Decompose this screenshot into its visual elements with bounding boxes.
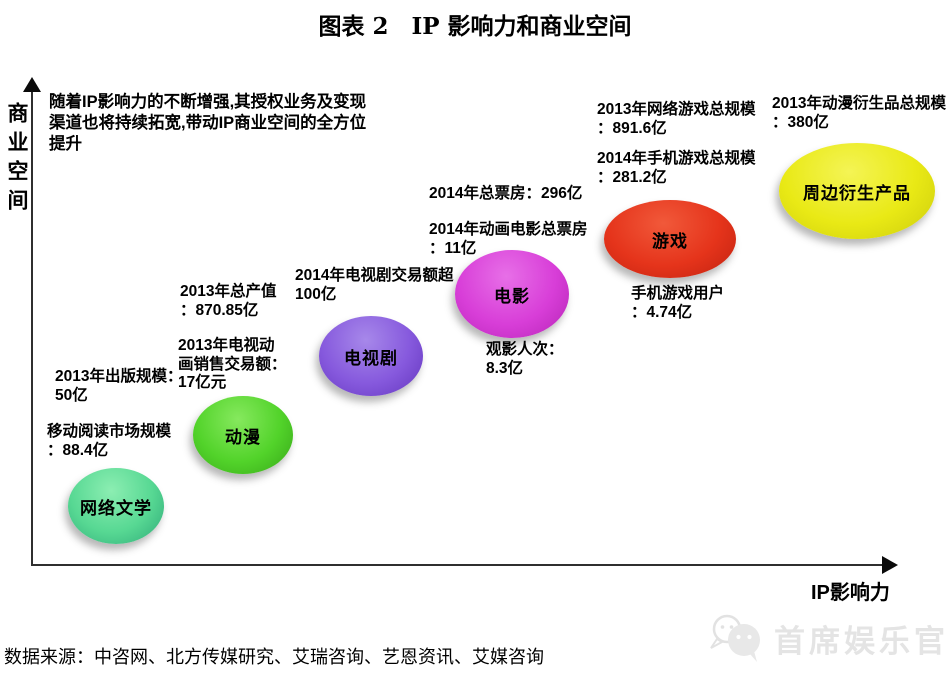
category-bubble-label: 电影 [494, 286, 530, 306]
chart-title: 图表 2 IP 影响力和商业空间 [318, 13, 632, 40]
data-source-note: 数据来源：中咨网、北方传媒研究、艾瑞咨询、艺恩资讯、艾媒咨询 [4, 647, 544, 668]
category-bubble-label: 游戏 [652, 231, 688, 251]
chat-bubbles-logo-icon [710, 614, 760, 662]
category-bubble-label: 周边衍生产品 [803, 183, 911, 203]
stat-annotation: 2014年电视剧交易额超 100亿 [295, 267, 454, 303]
category-bubble-4: 电影 [455, 250, 569, 338]
y-axis-arrow-icon [23, 77, 41, 92]
category-bubble-label: 动漫 [225, 427, 261, 447]
x-axis-label: IP影响力 [811, 582, 890, 604]
stat-annotation: 2013年电视动 画销售交易额： 17亿元 [178, 337, 287, 391]
stat-annotation: 移动阅读市场规模 ：88.4亿 [47, 423, 172, 459]
x-axis-line [31, 564, 887, 566]
category-bubble-6: 周边衍生产品 [779, 143, 935, 239]
stat-annotation: 2013年总产值 ：870.85亿 [180, 283, 277, 319]
category-bubble-1: 网络文学 [68, 468, 164, 544]
category-bubble-3: 电视剧 [319, 316, 423, 396]
stat-annotation: 2014年总票房：296亿 [429, 185, 583, 202]
category-bubble-label: 网络文学 [80, 498, 152, 518]
x-axis-arrow-icon [882, 556, 898, 574]
category-bubble-label: 电视剧 [344, 348, 398, 368]
stat-annotation: 手机游戏用户 ：4.74亿 [631, 285, 725, 321]
stat-annotation: 2013年网络游戏总规模 ：891.6亿 [597, 101, 756, 137]
y-axis-line [31, 90, 33, 566]
stat-annotation: 观影人次： 8.3亿 [486, 341, 564, 377]
stat-annotation: 2014年动画电影总票房 ：11亿 [429, 221, 588, 257]
stat-annotation: 2013年动漫衍生品总规模 ：380亿 [772, 95, 946, 131]
stat-annotation: 2014年手机游戏总规模 ：281.2亿 [597, 150, 756, 186]
watermark-text: 首席娱乐官 [774, 623, 949, 659]
category-bubble-2: 动漫 [193, 396, 293, 474]
stat-annotation: 2013年出版规模： 50亿 [55, 368, 183, 404]
category-bubble-5: 游戏 [604, 200, 736, 278]
y-axis-label: 商业空间 [5, 102, 28, 218]
intro-annotation: 随着IP影响力的不断增强,其授权业务及变现 渠道也将持续拓宽,带动IP商业空间的… [49, 93, 367, 153]
watermark: 首席娱乐官 [706, 612, 949, 664]
